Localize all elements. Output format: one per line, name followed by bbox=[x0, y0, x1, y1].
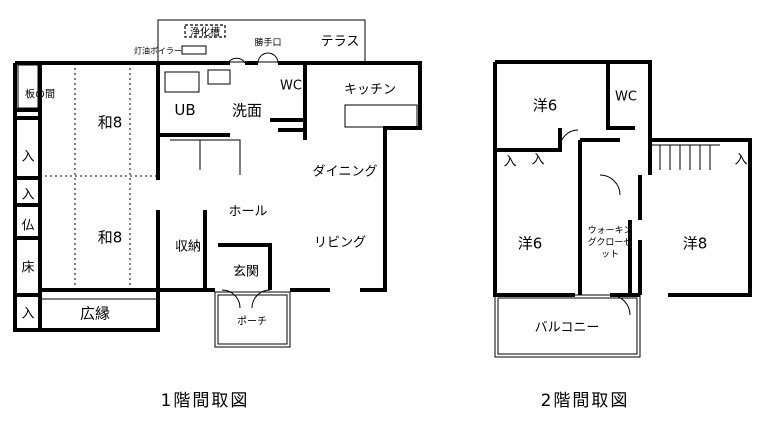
septic-tank bbox=[184, 24, 226, 38]
room-living: リビング bbox=[313, 235, 367, 251]
room-genkan: 玄関 bbox=[232, 264, 260, 280]
terrace-outline bbox=[157, 19, 366, 63]
septic-tank-label: 浄化槽 bbox=[190, 27, 220, 39]
room-wc-2f: WC bbox=[615, 89, 637, 105]
closet-3: 入 bbox=[21, 306, 35, 322]
balcony: バルコニー bbox=[534, 320, 600, 336]
room-itanoma: 板の間 bbox=[25, 89, 55, 101]
room-senmen: 洗面 bbox=[231, 101, 263, 120]
room-western8: 洋8 bbox=[682, 234, 708, 253]
room-hiroen: 広縁 bbox=[79, 304, 111, 323]
closet-right-2f: 入 bbox=[734, 152, 748, 168]
back-door-label: 勝手口 bbox=[254, 38, 282, 49]
walkin-closet: ウォーキングクローゼット bbox=[587, 226, 633, 260]
terrace: テラス bbox=[320, 34, 360, 50]
closet-1: 入 bbox=[21, 149, 35, 165]
room-dining: ダイニング bbox=[312, 164, 378, 180]
room-kitchen: キッチン bbox=[343, 82, 397, 98]
floor2-title: 2階間取図 bbox=[540, 391, 630, 411]
room-ub: UB bbox=[174, 101, 196, 119]
closet-2: 入 bbox=[21, 187, 35, 203]
boiler-label: 灯油ボイラー bbox=[134, 46, 182, 56]
closet-mid-2f: 入 bbox=[531, 152, 545, 168]
room-western6-top: 洋6 bbox=[532, 96, 558, 115]
room-western6-bottom: 洋6 bbox=[517, 234, 543, 253]
room-porch: ポーチ bbox=[237, 316, 267, 328]
room-storage: 収納 bbox=[174, 239, 202, 255]
tokonoma: 床 bbox=[21, 260, 35, 276]
room-washitsu-bottom: 和8 bbox=[97, 228, 123, 247]
floor1-title: 1階間取図 bbox=[160, 391, 250, 411]
room-wc-1f: WC bbox=[280, 78, 302, 94]
butsudan: 仏 bbox=[21, 218, 35, 234]
closet-left-2f: 入 bbox=[503, 154, 517, 170]
floor1-walls bbox=[13, 61, 422, 332]
room-hall: ホール bbox=[228, 204, 268, 220]
room-washitsu-top: 和8 bbox=[97, 113, 123, 132]
